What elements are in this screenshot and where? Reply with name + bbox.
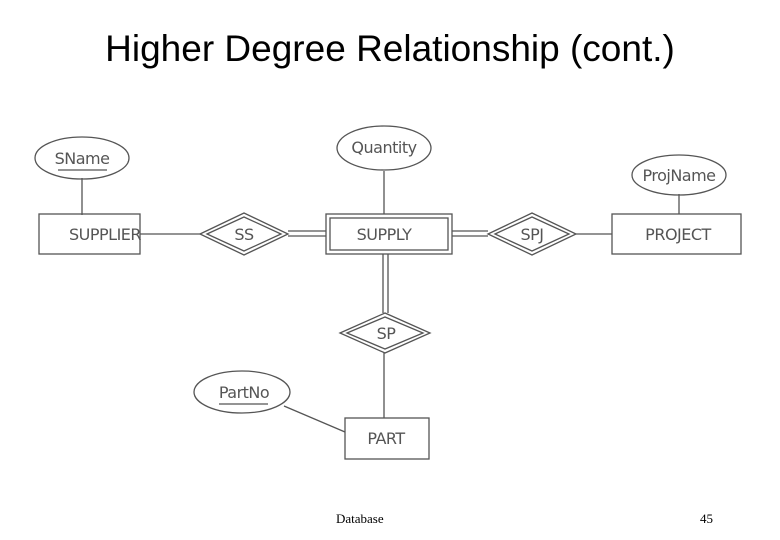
entity-part [344, 417, 430, 460]
label-quantity: Quantity [351, 138, 416, 157]
label-sp: SP [377, 324, 397, 343]
label-ss: SS [234, 225, 254, 244]
label-supply: SUPPLY [357, 225, 412, 244]
relationship-spj-outer [486, 212, 578, 256]
attribute-projname [631, 154, 727, 196]
attribute-partno [193, 370, 291, 414]
relationship-ss-outer [198, 212, 290, 256]
label-part: PART [367, 429, 405, 448]
entity-project [611, 213, 742, 255]
relationship-sp-outer [338, 312, 432, 354]
label-sname: SName [55, 149, 110, 168]
attribute-quantity [336, 125, 432, 171]
relationship-ss-inner [205, 216, 283, 252]
label-projname: ProjName [642, 166, 715, 185]
entity-supply-inner [329, 217, 449, 251]
label-supplier: SUPPLIER [69, 225, 141, 244]
relationship-sp-inner [345, 316, 425, 350]
footer-label: Database [336, 511, 384, 526]
label-project: PROJECT [645, 225, 711, 244]
slide-title: Higher Degree Relationship (cont.) [105, 28, 675, 69]
attribute-sname [34, 136, 130, 180]
relationship-spj-inner [493, 216, 571, 252]
line-partno-part [283, 405, 346, 433]
label-partno: PartNo [219, 383, 269, 402]
page-number: 45 [700, 511, 713, 526]
entity-supplier [38, 213, 141, 255]
label-spj: SPJ [520, 225, 543, 244]
entity-supply-outer [325, 213, 453, 255]
